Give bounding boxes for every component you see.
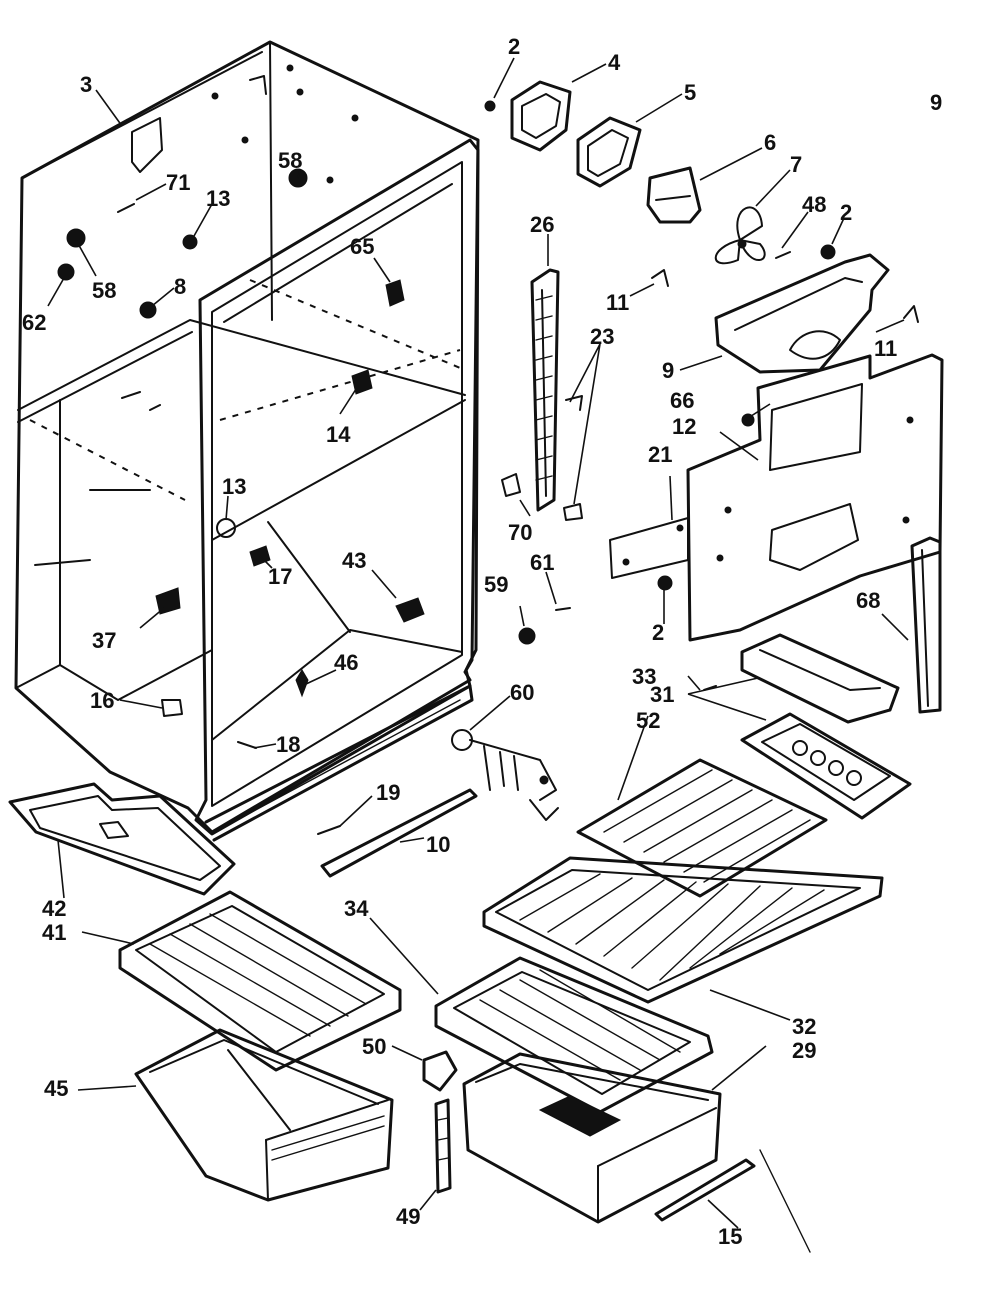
ice-bin-31-upper — [740, 633, 900, 724]
callout-68: 68 — [856, 588, 880, 613]
callout-41: 41 — [42, 920, 66, 945]
ice-tray-31-lower — [703, 685, 912, 820]
callout-70: 70 — [508, 520, 532, 545]
callout-71: 71 — [166, 170, 190, 195]
callout-29: 29 — [792, 1038, 816, 1063]
callout-11-right: 11 — [874, 336, 897, 361]
strip-68 — [910, 536, 942, 714]
callout-52: 52 — [636, 708, 660, 733]
drip-tray-42 — [8, 782, 236, 896]
callout-17: 17 — [268, 564, 292, 589]
callout-2: 2 — [508, 34, 520, 59]
callout-31: 31 — [650, 682, 674, 707]
callout-3: 3 — [80, 72, 92, 97]
callout-16: 16 — [90, 688, 114, 713]
callout-65: 65 — [350, 234, 374, 259]
fresh-food-shelf-32 — [482, 856, 884, 1004]
callout-8: 8 — [174, 274, 186, 299]
callout-60: 60 — [510, 680, 534, 705]
callout-58-lower: 58 — [92, 278, 116, 303]
callout-7: 7 — [790, 152, 802, 177]
fan-shroud-9 — [651, 253, 919, 374]
callout-58-upper: 58 — [278, 148, 302, 173]
callout-6: 6 — [764, 130, 776, 155]
crisper-drawer-45 — [134, 1028, 394, 1202]
crisper-cover-34 — [434, 956, 714, 1114]
cabinet-shell — [14, 40, 480, 842]
crisper-cover-41 — [118, 890, 402, 1072]
callout-37: 37 — [92, 628, 116, 653]
freezer-shelf-52 — [576, 758, 828, 898]
callout-5: 5 — [684, 80, 696, 105]
strip-15 — [654, 1149, 811, 1253]
callout-42: 42 — [42, 896, 66, 921]
callout-49: 49 — [396, 1204, 420, 1229]
light-socket-group — [484, 80, 642, 188]
callout-10: 10 — [426, 832, 450, 857]
crisper-drawer-29 — [462, 1052, 722, 1224]
callout-21: 21 — [648, 442, 672, 467]
callout-48: 48 — [802, 192, 826, 217]
callout-50: 50 — [362, 1034, 386, 1059]
roller-49-50 — [422, 1050, 458, 1194]
callout-19: 19 — [376, 780, 400, 805]
callout-9-top: 9 — [930, 90, 942, 115]
evaporator-cover-12 — [609, 353, 944, 642]
callout-26: 26 — [530, 212, 554, 237]
callout-4: 4 — [608, 50, 621, 75]
fan-motor-group — [646, 166, 836, 265]
callout-9: 9 — [662, 358, 674, 383]
callout-32: 32 — [792, 1014, 816, 1039]
callout-11-left: 11 — [606, 290, 629, 315]
callout-18: 18 — [276, 732, 300, 757]
callout-43: 43 — [342, 548, 366, 573]
callout-15: 15 — [718, 1224, 742, 1249]
callout-61: 61 — [530, 550, 554, 575]
callout-62: 62 — [22, 310, 46, 335]
callout-59: 59 — [484, 572, 508, 597]
callout-2-cover: 2 — [652, 620, 664, 645]
leader-lines — [47, 57, 909, 1229]
callout-13-upper: 13 — [206, 186, 230, 211]
callout-66: 66 — [670, 388, 694, 413]
callout-45: 45 — [44, 1076, 68, 1101]
callout-13-lower: 13 — [222, 474, 246, 499]
air-duct-26 — [501, 268, 583, 645]
callout-46: 46 — [334, 650, 358, 675]
callout-33: 33 — [632, 664, 656, 689]
callout-34: 34 — [344, 896, 369, 921]
wiring-harness-60 — [451, 729, 559, 821]
callout-2-fan: 2 — [840, 200, 852, 225]
callout-14: 14 — [326, 422, 351, 447]
callout-labels: 2 4 5 3 9 6 7 48 2 71 58 13 26 65 58 8 6… — [22, 34, 942, 1249]
callout-12: 12 — [672, 414, 696, 439]
callout-23: 23 — [590, 324, 614, 349]
trim-strip-10 — [317, 788, 478, 878]
